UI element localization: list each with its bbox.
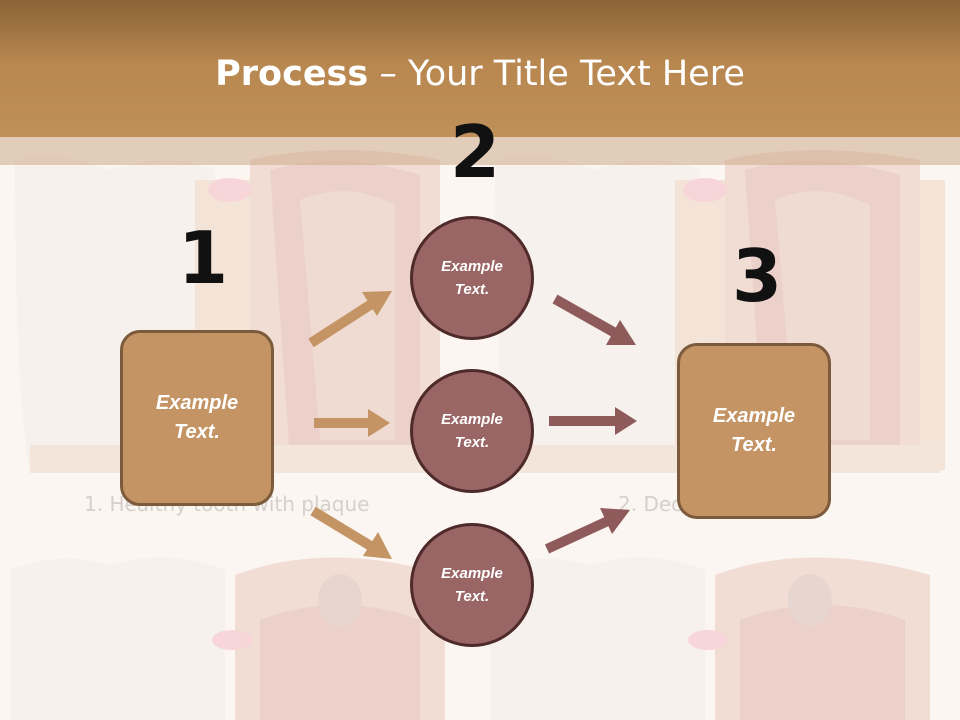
circle-bottom-text: Example Text. bbox=[441, 565, 503, 605]
step-number-3: 3 bbox=[732, 234, 783, 318]
background-caption-2: 2. Dec bbox=[618, 492, 683, 516]
title-rest: – Your Title Text Here bbox=[368, 54, 745, 94]
step-2-circle-bottom[interactable]: Example Text. bbox=[410, 523, 534, 647]
step-number-2: 2 bbox=[450, 110, 501, 194]
title-bold: Process bbox=[215, 54, 369, 94]
step-2-circle-middle[interactable]: Example Text. bbox=[410, 369, 534, 493]
circle-middle-text: Example Text. bbox=[441, 411, 503, 451]
step-number-1: 1 bbox=[178, 216, 229, 300]
step-1-text: Example Text. bbox=[155, 392, 239, 443]
step-1-box[interactable]: Example Text. bbox=[120, 330, 274, 506]
title-header-bar bbox=[0, 0, 960, 137]
step-3-text: Example Text. bbox=[712, 405, 796, 456]
arrow-left-down bbox=[310, 506, 392, 559]
arrow-right-top bbox=[552, 294, 636, 345]
slide-title: Process – Your Title Text Here bbox=[0, 52, 960, 96]
arrow-right-mid bbox=[549, 407, 637, 435]
circle-top-text: Example Text. bbox=[441, 258, 503, 298]
step-3-box[interactable]: Example Text. bbox=[677, 343, 831, 519]
arrow-left-mid bbox=[314, 409, 390, 437]
arrow-left-up bbox=[308, 291, 392, 348]
arrow-right-bottom bbox=[544, 508, 630, 554]
header-strip bbox=[0, 137, 960, 165]
step-2-circle-top[interactable]: Example Text. bbox=[410, 216, 534, 340]
